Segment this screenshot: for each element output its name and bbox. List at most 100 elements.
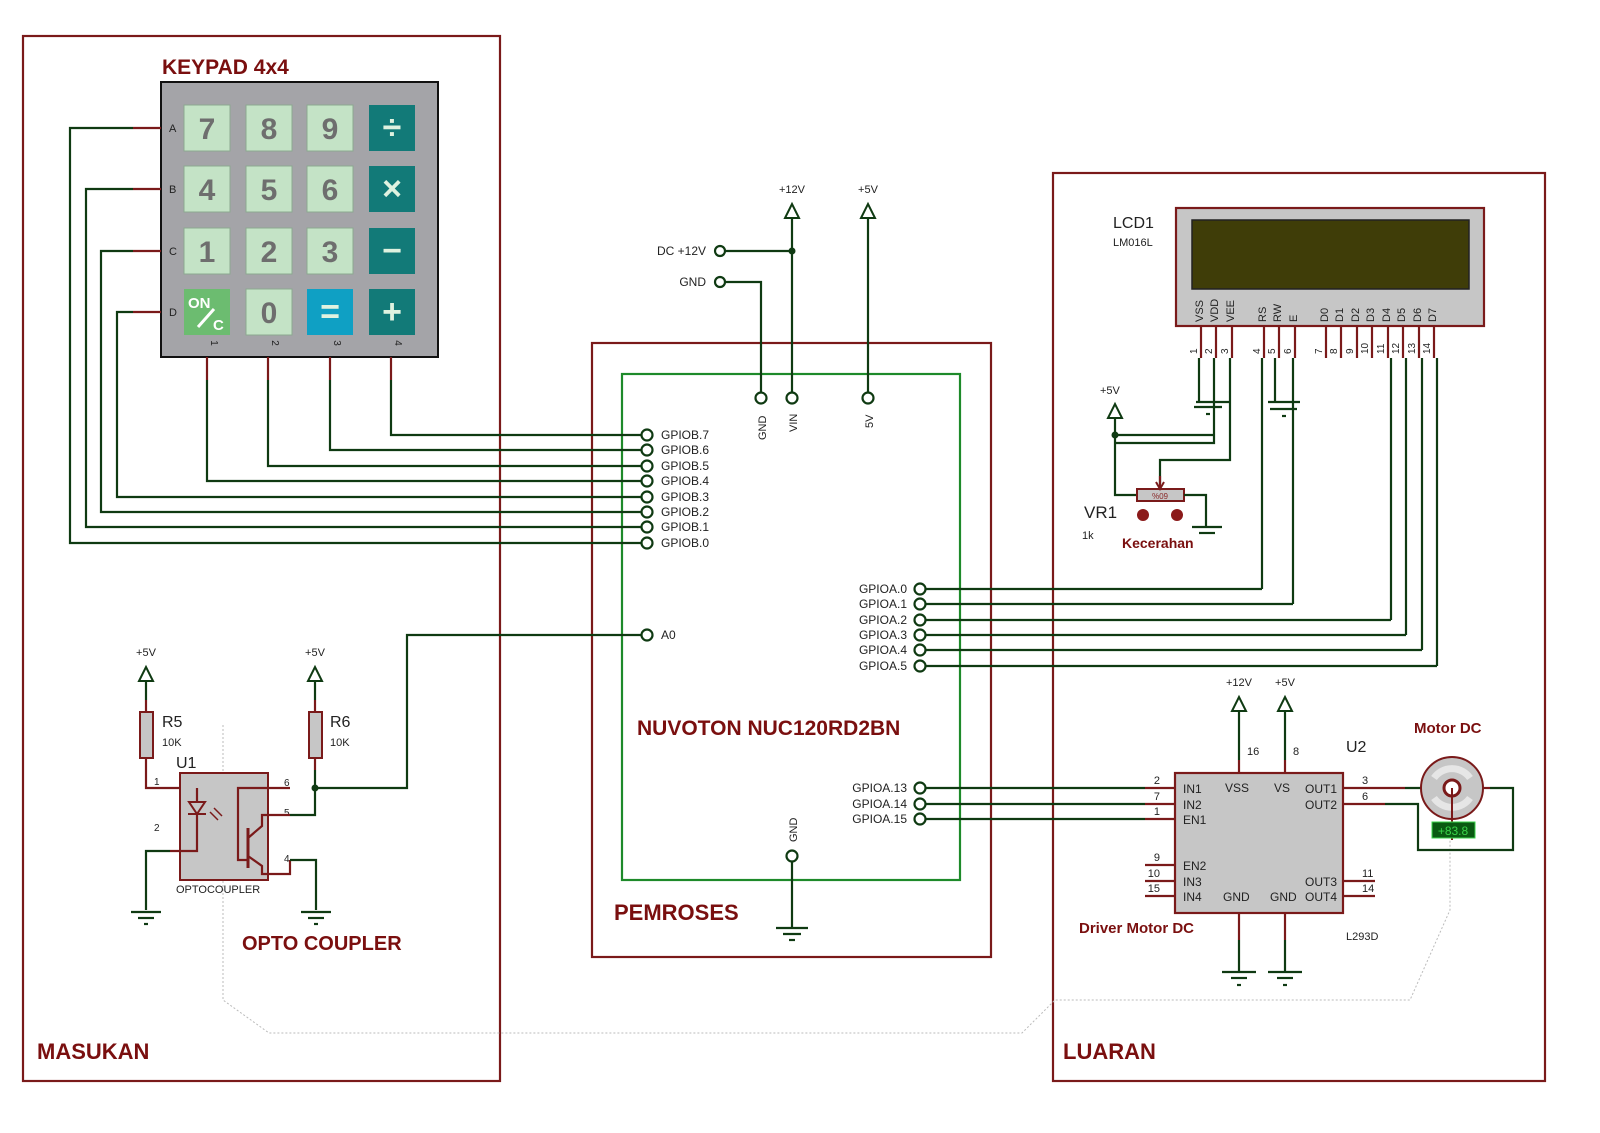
motor-icon[interactable] [1420, 756, 1484, 840]
driver-pin-name: OUT4 [1305, 890, 1337, 904]
keypad-key[interactable]: 7 [183, 104, 231, 152]
supply-label: +5V [305, 647, 326, 659]
mcu-pin-gpiob-label: GPIOB.2 [661, 505, 709, 519]
r6-value: 10K [330, 737, 350, 749]
key-label: + [382, 293, 402, 331]
motor-label: Motor DC [1414, 720, 1482, 737]
lcd-pin-name: RS [1257, 307, 1269, 322]
driver-pin-number: 8 [1293, 746, 1299, 758]
mcu-pin-gpiob[interactable] [640, 490, 654, 504]
keypad-col-wire [328, 380, 641, 452]
keypad-col-wire [266, 380, 641, 468]
keypad-row-wire [84, 187, 641, 529]
keypad-key[interactable]: 5 [245, 165, 293, 213]
mcu-pin-a0[interactable] [640, 628, 654, 642]
driver-pin-name: IN4 [1183, 890, 1202, 904]
mcu-pin-gpioa[interactable] [913, 781, 927, 795]
led-icon [170, 788, 223, 853]
key-label: 8 [261, 113, 278, 146]
lcd-pin-name: D7 [1427, 308, 1439, 322]
gnd-input-label: GND [679, 275, 706, 289]
lcd-pin-number: 11 [1376, 343, 1387, 354]
mcu-pin-gpioa[interactable] [913, 643, 927, 657]
keypad-key[interactable]: 9 [306, 104, 354, 152]
keypad-key[interactable]: 8 [245, 104, 293, 152]
keypad-row-label: A [169, 123, 177, 135]
mcu-pin-gpiob[interactable] [640, 443, 654, 457]
mcu-pin-gpioa[interactable] [913, 659, 927, 673]
mcu-pin-gnd[interactable] [754, 391, 768, 405]
keypad-row-label: C [169, 246, 177, 258]
driver-pin-number: 10 [1148, 868, 1160, 880]
lcd-pin-name: D0 [1319, 308, 1331, 322]
pot-supply-label: +5V [1100, 385, 1121, 397]
optocoupler-part: OPTOCOUPLER [176, 884, 260, 896]
keypad-key[interactable]: × [369, 166, 415, 212]
mcu-pin-gpiob[interactable] [640, 459, 654, 473]
mcu-pin-gpiob[interactable] [640, 474, 654, 488]
pot-increase-button[interactable] [1171, 509, 1183, 521]
gnd-input-terminal[interactable] [713, 275, 727, 289]
mcu-pin-vin[interactable] [785, 391, 799, 405]
mcu-pin-gpiob[interactable] [640, 505, 654, 519]
mcu-pin-gpioa-label: GPIOA.1 [859, 597, 907, 611]
opto-pin-2: 2 [154, 823, 160, 834]
keypad-key[interactable]: 0 [245, 288, 293, 336]
mcu-pin-gpioa[interactable] [913, 613, 927, 627]
driver-pin-name: EN1 [1183, 813, 1207, 827]
mcu-pin-gpioa[interactable] [913, 628, 927, 642]
keypad-key[interactable]: − [369, 228, 415, 274]
key-label: 2 [261, 236, 278, 269]
supply-label: +5V [858, 184, 879, 196]
pot-value: 1k [1082, 530, 1094, 542]
driver-pin-number: 14 [1362, 883, 1374, 895]
lcd-screen [1191, 219, 1470, 290]
ground-symbol [776, 926, 808, 942]
driver-pin-vs: VS [1274, 781, 1290, 795]
key-label: 9 [322, 113, 339, 146]
lcd-pin-name: VSS [1194, 300, 1206, 322]
keypad-key[interactable]: + [369, 289, 415, 335]
ground-symbol [1192, 525, 1222, 535]
lcd-pin-name: D3 [1365, 308, 1377, 322]
mcu-pin-gpioa[interactable] [913, 797, 927, 811]
optocoupler-ref: U1 [176, 755, 197, 772]
keypad-key[interactable]: ÷ [369, 105, 415, 151]
lcd-pin-number: 12 [1391, 342, 1402, 354]
mcu-pin-5v[interactable] [861, 391, 875, 405]
mcu-pin-gpioa[interactable] [913, 812, 927, 826]
keypad-key[interactable]: 6 [306, 165, 354, 213]
opto-pin-1: 1 [154, 777, 160, 788]
mcu-pin-bottom-gnd[interactable] [785, 849, 799, 863]
keypad-key[interactable]: 4 [183, 165, 231, 213]
driver-pin-name: OUT2 [1305, 798, 1337, 812]
opto-pin-6: 6 [284, 778, 290, 789]
mcu-pin-gpioa[interactable] [913, 582, 927, 596]
keypad-key[interactable]: ONC [184, 289, 230, 335]
mcu-pin-gpiob[interactable] [640, 536, 654, 550]
lcd-pin-name: D4 [1381, 308, 1393, 322]
mcu-pin-gpiob[interactable] [640, 520, 654, 534]
dashed-annotation-line [222, 725, 1451, 1034]
key-label: = [320, 293, 340, 331]
keypad-key[interactable]: = [307, 289, 353, 335]
section-input-box [21, 34, 502, 1083]
driver-ref: U2 [1346, 739, 1367, 756]
keypad-key[interactable]: 3 [306, 227, 354, 275]
mcu-pin-gpioa-label: GPIOA.13 [852, 781, 907, 795]
keypad-key[interactable]: 2 [245, 227, 293, 275]
lcd-pin-name: E [1288, 315, 1300, 322]
keypad-key[interactable]: 1 [183, 227, 231, 275]
mcu-bottom-gnd-label: GND [788, 818, 800, 843]
pot-decrease-button[interactable] [1137, 509, 1149, 521]
mcu-pin-gpiob-label: GPIOB.7 [661, 428, 709, 442]
mcu-pin-gpioa[interactable] [913, 597, 927, 611]
mcu-pin-gpiob-label: GPIOB.4 [661, 474, 709, 488]
mcu-pin-gpiob[interactable] [640, 428, 654, 442]
mcu-pin-gpioa-label: GPIOA.0 [859, 582, 907, 596]
dc12-terminal[interactable] [713, 244, 727, 258]
driver-pin-name: OUT3 [1305, 875, 1337, 889]
key-label: ÷ [383, 109, 402, 147]
mcu-pin-gpioa-label: GPIOA.4 [859, 643, 907, 657]
